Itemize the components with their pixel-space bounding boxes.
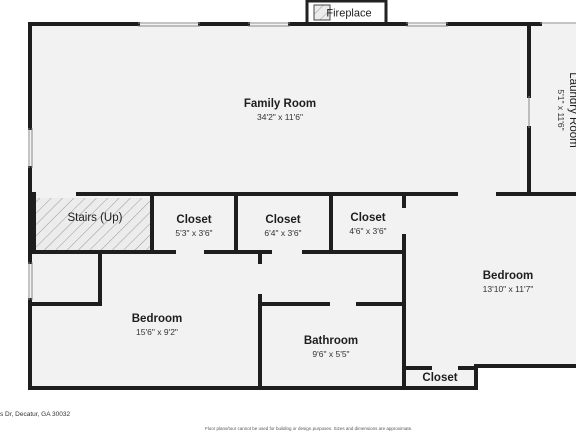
room-dims-laundry-room: 5'1" x 11'6" (556, 89, 566, 130)
room-name-bathroom: Bathroom (304, 335, 358, 347)
openings (28, 22, 576, 300)
walls (28, 22, 576, 390)
footer-address: s Dr, Decatur, GA 30032 (0, 411, 71, 418)
room-dims-closet-1: 5'3" x 3'6" (175, 228, 212, 238)
room-name-bedroom-2: Bedroom (132, 313, 182, 325)
room-name-stairs: Stairs (Up) (68, 212, 123, 224)
room-dims-bathroom: 9'6" x 5'5" (312, 349, 349, 359)
room-dims-closet-3: 4'6" x 3'6" (349, 226, 386, 236)
room-name-laundry-room: Laundry Room (567, 72, 576, 147)
room-name-bedroom-1: Bedroom (483, 270, 533, 282)
room-name-closet-4: Closet (422, 372, 457, 384)
room-labels: Family Room 34'2" x 11'6" Laundry Room 5… (68, 72, 576, 384)
room-dims-family-room: 34'2" x 11'6" (257, 112, 303, 122)
room-name-closet-2: Closet (265, 214, 300, 226)
room-name-family-room: Family Room (244, 98, 316, 110)
fireplace-label: Fireplace (326, 8, 371, 20)
room-dims-closet-2: 6'4" x 3'6" (264, 228, 301, 238)
footer-disclaimer: Floor plans/tour cannot be used for buil… (205, 426, 413, 431)
room-dims-bedroom-1: 13'10" x 11'7" (483, 284, 534, 294)
fireplace: Fireplace (305, 0, 388, 26)
stairs-hatch (34, 198, 152, 250)
room-dims-bedroom-2: 15'6" x 9'2" (136, 327, 178, 337)
room-name-closet-3: Closet (350, 212, 385, 224)
room-name-closet-1: Closet (176, 214, 211, 226)
